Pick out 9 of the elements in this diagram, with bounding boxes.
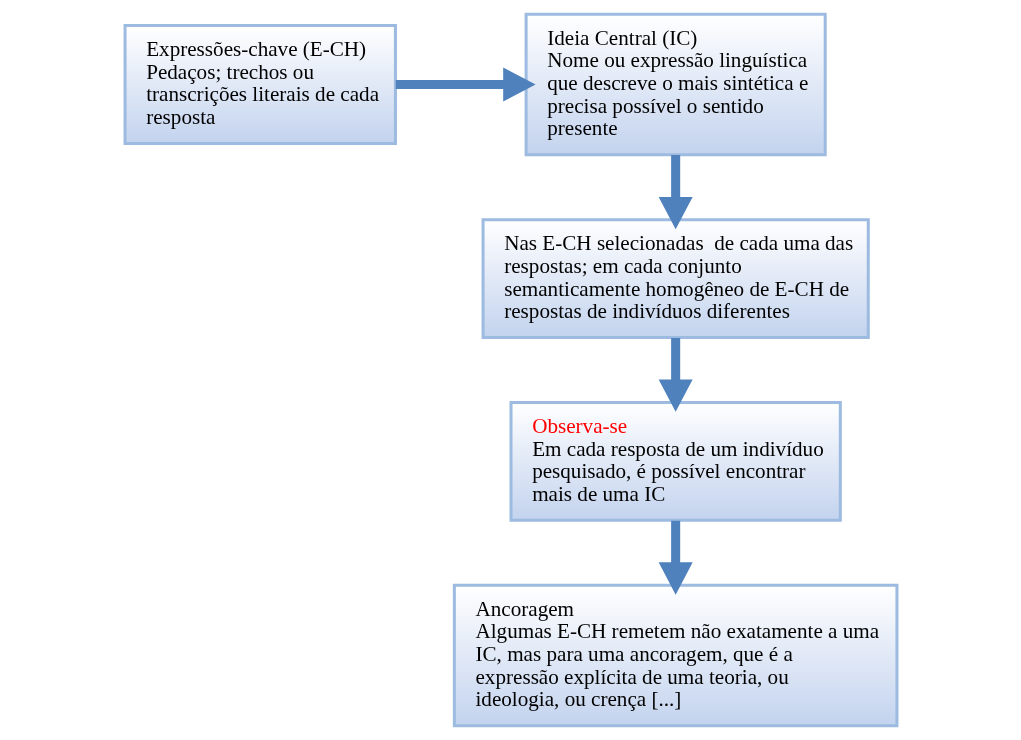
arrow — [395, 67, 536, 102]
node-box: Ideia Central (IC) Nome ou expressão linguística que descreve o mais sintética e precisa possível o sentido presente — [524, 12, 827, 157]
arrow — [658, 338, 693, 412]
node-box: Observa-se Em cada resposta de um indivíduo pesquisado, é possível encontrar mais de uma IC — [509, 400, 842, 522]
node-box: Ancoragem Algumas E-CH remetem não exatamente a uma IC, mas para uma ancoragem, que é a expressão explícita de uma teoria, ou ideologia, ou crença [...] — [452, 583, 898, 728]
arrow — [658, 520, 693, 595]
arrow — [658, 155, 693, 230]
node-box: Expressões-chave (E-CH) Pedaços; trechos ou transcrições literais de cada resposta — [123, 24, 397, 145]
node-box: Nas E-CH selecionadas de cada uma das respostas; em cada conjunto semanticamente homogêneo de E-CH de respostas de indivíduos diferentes — [481, 218, 870, 340]
